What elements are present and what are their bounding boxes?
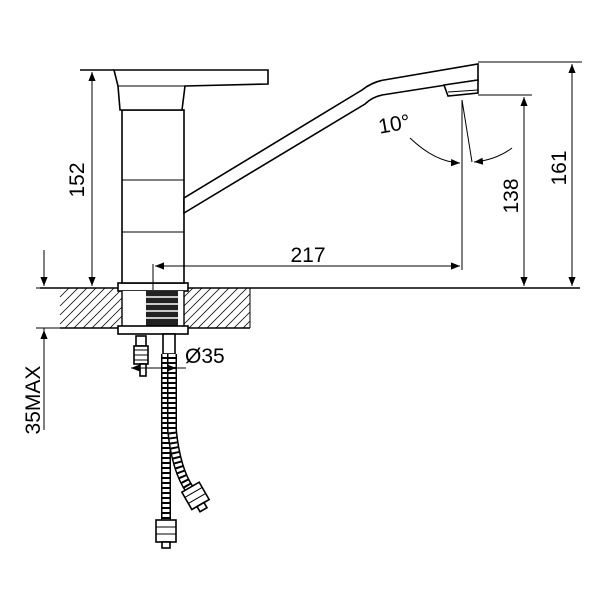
dim-35max-label: 35MAX [22,366,45,435]
dim-138-label: 138 [500,178,523,213]
faucet-body [80,63,479,284]
supply-hoses [133,333,211,549]
hatch-line [242,320,251,328]
fixing-nut [117,325,189,335]
hatch-line [215,293,251,328]
hatch-line [183,288,194,298]
faucet-spout [183,63,479,215]
hatch-line [233,311,251,328]
dim-152-label: 152 [66,162,89,197]
dim-217-label: 217 [290,244,325,267]
hatch-line [188,288,230,328]
hatch-line [91,297,123,328]
hatch-line [59,288,97,325]
angle-10-label: 10° [377,110,412,138]
stud-nut [135,335,147,347]
hatch-line [224,302,251,328]
hatch-line [59,288,70,298]
countertop-hatching [59,288,251,328]
hatch-line [100,306,123,328]
dim-161-label: 161 [548,150,571,185]
dim-217: 217 [152,100,463,290]
dim-138: 138 [478,94,532,286]
dim-35max: 35MAX [22,250,60,434]
dim-diameter-35-label: Ø35 [185,345,225,368]
hatch-line [73,288,115,328]
angle-10: 10° [377,99,513,167]
faucet-column [121,109,185,284]
hatch-line [183,288,221,325]
dim-diameter-35: Ø35 [131,345,225,372]
hatch-line [59,288,79,307]
hatch-line [59,288,88,316]
hatch-line [183,288,203,307]
hatch-line [82,288,123,328]
faucet-handle [112,69,269,111]
hatch-line [206,288,248,328]
hatch-line [197,288,239,328]
hatch-line [64,288,106,328]
countertop [40,287,580,329]
hatch-line [109,315,123,328]
hatch-line [183,288,212,316]
mounting-base [117,282,189,335]
hose-end-left [155,519,177,543]
hose-connector [162,333,176,355]
dim-161: 161 [478,61,582,286]
dim-152: 152 [66,72,96,286]
